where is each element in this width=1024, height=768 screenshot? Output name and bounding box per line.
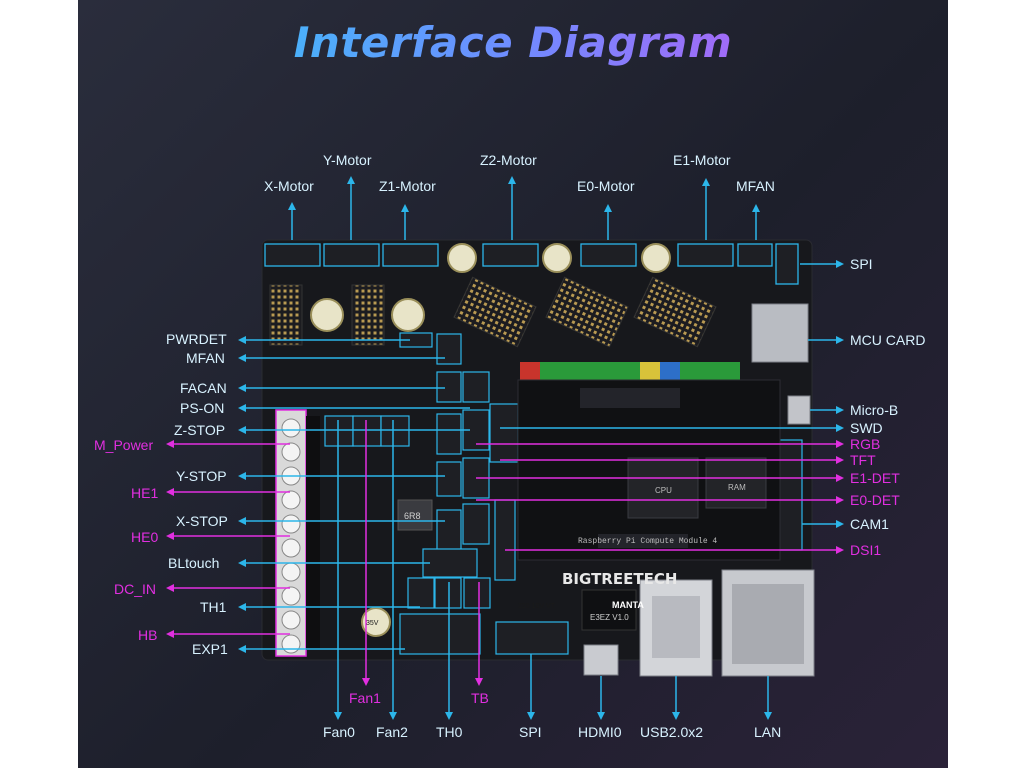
version-label: E3EZ V1.0 (590, 613, 629, 622)
cm4-silkscreen: Raspberry Pi Compute Module 4 (578, 537, 717, 546)
label-hdmi0: HDMI0 (578, 724, 622, 740)
label-th1: TH1 (200, 599, 227, 615)
label-y-motor: Y-Motor (323, 152, 372, 168)
label-z1-motor: Z1-Motor (379, 178, 436, 194)
cm4-module (517, 379, 781, 561)
brand-logo: BIGTREETECH (562, 570, 677, 588)
bottom-ports (581, 569, 815, 677)
label-spi-right: SPI (850, 256, 873, 272)
ram-label: RAM (728, 483, 746, 492)
label-y-stop: Y-STOP (176, 468, 227, 484)
label-ps-on: PS-ON (180, 400, 225, 416)
inductor (397, 499, 433, 531)
capacitor2-label: 35V (366, 620, 379, 627)
label-pwrdet: PWRDET (166, 331, 227, 347)
label-mfan-left: MFAN (186, 350, 225, 366)
label-e1-motor: E1-Motor (673, 152, 731, 168)
motor-connectors (264, 243, 799, 285)
label-hb: HB (138, 627, 158, 643)
label-fan1: Fan1 (349, 690, 381, 706)
label-he0: HE0 (131, 529, 159, 545)
label-e1-det: E1-DET (850, 470, 900, 486)
label-x-stop: X-STOP (176, 513, 228, 529)
label-dsi1: DSI1 (850, 542, 882, 558)
label-spi-bottom: SPI (519, 724, 542, 740)
label-mcu-card: MCU CARD (850, 332, 926, 348)
model-label: MANTA (612, 600, 644, 610)
label-tft: TFT (850, 452, 876, 468)
label-rgb: RGB (850, 436, 881, 452)
label-usb: USB2.0x2 (640, 724, 704, 740)
label-fan2: Fan2 (376, 724, 408, 740)
label-m-power: M_Power (94, 437, 154, 453)
label-exp1: EXP1 (192, 641, 228, 657)
sd-card-slot (751, 303, 809, 363)
label-x-motor: X-Motor (264, 178, 314, 194)
label-facan: FACAN (180, 380, 227, 396)
bottom-arrows (334, 420, 772, 720)
capacitors (310, 243, 671, 637)
label-micro-b: Micro-B (850, 402, 899, 418)
top-arrows (288, 176, 760, 240)
right-arrows (476, 260, 844, 554)
stepper-drivers (269, 276, 717, 348)
label-he1: HE1 (131, 485, 159, 501)
label-swd: SWD (850, 420, 883, 436)
label-z-stop: Z-STOP (174, 422, 226, 438)
capacitor-label: 220 10V VT (518, 603, 556, 610)
inductor-label: 6R8 (404, 511, 421, 521)
label-z2-motor: Z2-Motor (480, 152, 537, 168)
label-th0: TH0 (436, 724, 463, 740)
micro-b-port (787, 395, 811, 425)
label-fan0: Fan0 (323, 724, 355, 740)
label-mfan-top: MFAN (736, 178, 775, 194)
label-lan: LAN (754, 724, 782, 740)
cpu-label: CPU (655, 486, 672, 495)
left-arrows (166, 336, 470, 653)
power-terminals (275, 409, 320, 657)
label-dc-in: DC_IN (114, 581, 157, 597)
jumper-headers (520, 362, 740, 380)
label-bltouch: BLtouch (168, 555, 220, 571)
label-e0-motor: E0-Motor (577, 178, 635, 194)
label-cam1: CAM1 (850, 516, 889, 532)
label-e0-det: E0-DET (850, 492, 900, 508)
page-title: Interface Diagram (78, 18, 948, 67)
label-tb: TB (471, 690, 489, 706)
